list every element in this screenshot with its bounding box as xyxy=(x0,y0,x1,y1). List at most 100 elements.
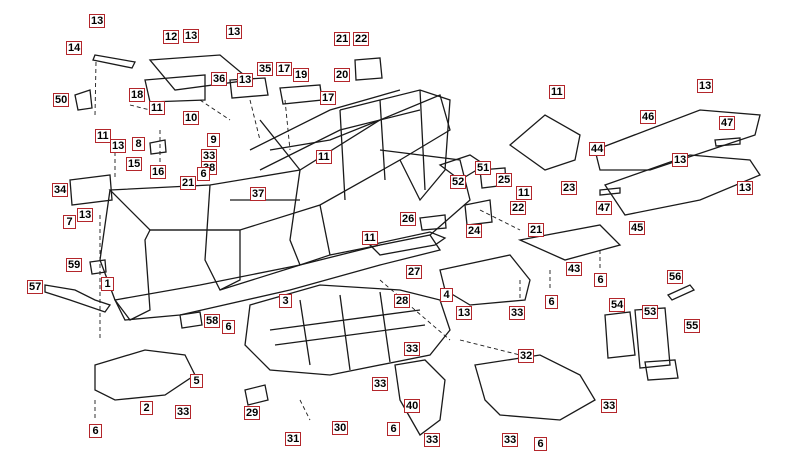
callout-label: 5 xyxy=(190,374,203,388)
callout-label: 56 xyxy=(667,270,684,284)
callout-label: 13 xyxy=(737,181,754,195)
part-4-plate xyxy=(439,254,531,306)
part-29-bracket xyxy=(244,384,269,406)
callout-label: 32 xyxy=(518,349,535,363)
callout-label: 33 xyxy=(175,405,192,419)
callout-label: 13 xyxy=(237,73,254,87)
callout-label: 53 xyxy=(642,305,659,319)
callout-label: 11 xyxy=(149,101,165,115)
callout-label: 25 xyxy=(496,173,513,187)
part-18-plate xyxy=(144,74,206,103)
callout-label: 7 xyxy=(63,215,76,229)
callout-label: 44 xyxy=(589,142,606,156)
callout-label: 12 xyxy=(163,30,180,44)
callout-label: 6 xyxy=(545,295,558,309)
callout-label: 40 xyxy=(404,399,421,413)
frame-top-tube xyxy=(249,89,421,171)
callout-label: 47 xyxy=(596,201,613,215)
callout-label: 17 xyxy=(320,91,337,105)
callout-label: 13 xyxy=(672,153,689,167)
callout-label: 13 xyxy=(110,139,127,153)
callout-label: 31 xyxy=(285,432,302,446)
callout-label: 11 xyxy=(549,85,565,99)
callout-label: 18 xyxy=(129,88,146,102)
callout-label: 37 xyxy=(250,187,267,201)
frame-mid-hoop xyxy=(204,184,241,291)
callout-label: 8 xyxy=(132,137,145,151)
part-57-strap xyxy=(44,284,112,313)
part-19-bracket xyxy=(279,84,323,105)
callout-label: 33 xyxy=(509,306,526,320)
part-8-clip xyxy=(149,139,167,155)
part-24-bracket xyxy=(464,199,493,226)
part-40-guard xyxy=(394,359,446,436)
callout-label: 14 xyxy=(66,41,83,55)
callout-label: 28 xyxy=(394,294,411,308)
callout-label: 11 xyxy=(95,129,111,143)
part-45-rail xyxy=(603,154,761,216)
callout-label: 58 xyxy=(204,314,221,328)
part-27-tube xyxy=(368,231,447,256)
callout-label: 33 xyxy=(372,377,389,391)
callout-label: 11 xyxy=(516,186,532,200)
callout-label: 33 xyxy=(601,399,618,413)
frame-rear-hoop xyxy=(289,169,331,266)
callout-label: 13 xyxy=(697,79,714,93)
callout-label: 9 xyxy=(207,133,220,147)
callout-label: 36 xyxy=(211,72,228,86)
callout-label: 10 xyxy=(183,111,200,125)
callout-label: 6 xyxy=(387,422,400,436)
frame-front-hoop xyxy=(99,189,151,321)
callout-label: 34 xyxy=(52,183,69,197)
callout-label: 6 xyxy=(197,167,210,181)
part-13-rod xyxy=(92,54,136,69)
callout-label: 55 xyxy=(684,319,701,333)
callout-label: 59 xyxy=(66,258,83,272)
callout-label: 13 xyxy=(183,29,200,43)
part-26-bracket xyxy=(419,214,447,231)
callout-label: 27 xyxy=(406,265,423,279)
callout-label: 54 xyxy=(609,298,626,312)
callout-label: 57 xyxy=(27,280,44,294)
part-46-panel xyxy=(594,109,761,171)
callout-label: 33 xyxy=(404,342,421,356)
part-43-plate xyxy=(517,224,622,261)
callout-label: 4 xyxy=(440,288,453,302)
part-56-clip xyxy=(666,284,696,301)
callout-label: 45 xyxy=(629,221,646,235)
part-23-bracket xyxy=(508,114,581,171)
callout-label: 33 xyxy=(502,433,519,447)
callout-label: 6 xyxy=(89,424,102,438)
callout-label: 30 xyxy=(332,421,349,435)
part-32-guard xyxy=(474,354,596,421)
part-36-bracket xyxy=(229,77,269,99)
callout-label: 47 xyxy=(719,116,736,130)
part-3-skid-plate xyxy=(244,284,451,376)
callout-label: 22 xyxy=(510,201,527,215)
part-3-grid xyxy=(269,291,426,371)
callout-label: 6 xyxy=(594,273,607,287)
part-54-pad xyxy=(604,311,636,359)
part-50-bumper xyxy=(74,89,93,111)
callout-label: 1 xyxy=(101,277,114,291)
frame-rear-rail xyxy=(379,149,471,236)
callout-label: 43 xyxy=(566,262,583,276)
callout-label: 6 xyxy=(222,320,235,334)
part-59-clip xyxy=(89,259,107,275)
frame-vertical-posts xyxy=(339,89,426,201)
part-47-strip-b xyxy=(599,187,621,196)
frame-cross-member xyxy=(150,229,381,291)
part-34-mount xyxy=(69,174,113,206)
callout-label: 13 xyxy=(89,14,106,28)
callout-label: 21 xyxy=(528,223,545,237)
callout-label: 15 xyxy=(126,157,143,171)
callout-label: 13 xyxy=(456,306,473,320)
callout-label: 24 xyxy=(466,224,483,238)
callout-label: 11 xyxy=(362,231,378,245)
callout-label: 26 xyxy=(400,212,417,226)
callout-label: 23 xyxy=(561,181,578,195)
callout-label: 22 xyxy=(353,32,370,46)
part-58-clip xyxy=(179,311,203,329)
